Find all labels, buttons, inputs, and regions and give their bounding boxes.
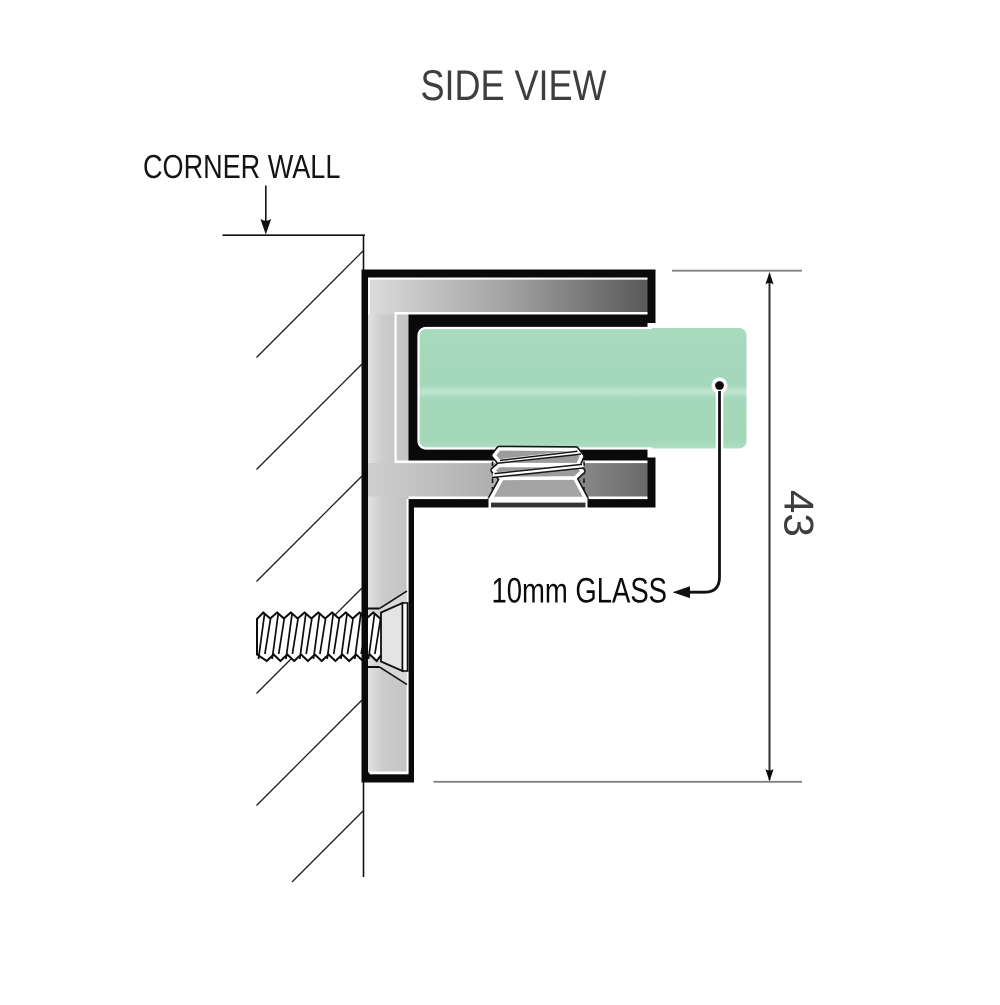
svg-text:43: 43 (775, 490, 822, 537)
svg-text:10mm GLASS: 10mm GLASS (492, 572, 668, 611)
svg-text:SIDE VIEW: SIDE VIEW (421, 62, 607, 109)
svg-text:CORNER WALL: CORNER WALL (143, 149, 340, 186)
